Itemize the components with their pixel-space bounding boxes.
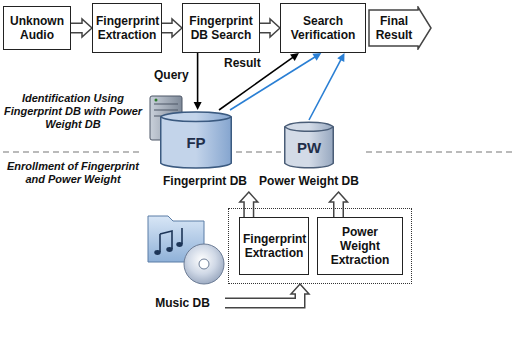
- cylinder-rim: [285, 127, 334, 132]
- process-box: Fingerprint DB Search: [182, 3, 260, 53]
- music-icon: [148, 216, 224, 284]
- music-note: [160, 231, 172, 252]
- database-cylinder: PW Power Weight DB: [256, 120, 362, 192]
- arrowhead: [312, 53, 321, 61]
- dashed-divider: [3, 152, 513, 153]
- node-text: Fingerprint DB Search: [186, 14, 256, 42]
- music-note-head: [154, 250, 160, 255]
- music-note: [181, 228, 183, 244]
- music-note-head: [166, 247, 172, 252]
- node-text: Fingerprint Extraction: [243, 232, 305, 260]
- server-slot: [154, 104, 178, 105]
- process-box: Fingerprint Extraction: [239, 217, 309, 275]
- node-text: Final Result: [370, 14, 418, 42]
- section-label: Enrollment of Fingerprint and Power Weig…: [2, 160, 144, 186]
- section-label: Identification Using Fingerprint DB with…: [2, 92, 144, 131]
- music-note-head: [176, 242, 182, 247]
- database-cylinder: FP Fingerprint DB: [145, 110, 265, 192]
- node-text: Unknown Audio: [7, 14, 67, 42]
- node-text: Power Weight Extraction: [321, 225, 399, 267]
- arrowhead: [194, 102, 202, 110]
- dashed-line: [366, 151, 513, 152]
- connector-line: [197, 53, 199, 103]
- arrow-fill: [162, 24, 174, 32]
- edge-label: Result: [222, 56, 263, 70]
- process-box: Search Verification: [280, 3, 366, 53]
- arrow-fill: [260, 24, 272, 32]
- music-db-icon: Music DB: [140, 208, 225, 310]
- arrowhead: [337, 53, 344, 62]
- node-text: PW: [284, 139, 334, 156]
- arrow-fill: [225, 292, 300, 303]
- hollow-flow-arrow: [162, 19, 182, 37]
- arrowhead: [290, 53, 299, 61]
- cd-disc: [184, 244, 224, 284]
- node-text: Power Weight DB: [256, 174, 362, 188]
- cylinder-rim: [161, 117, 232, 122]
- node-text: Fingerprint Extraction: [96, 14, 158, 42]
- node-text: Music DB: [140, 296, 225, 310]
- arrow-shape: [369, 7, 431, 49]
- process-box: Fingerprint Extraction: [92, 3, 162, 53]
- cylinder-body: [161, 112, 232, 168]
- node-text: FP: [160, 134, 232, 151]
- arrow-fill: [71, 24, 84, 32]
- connector-line: [309, 59, 341, 120]
- signal-arrow: [309, 53, 345, 120]
- process-box: Power Weight Extraction: [317, 217, 403, 275]
- node-text: Fingerprint DB: [145, 174, 265, 188]
- dashed-line: [236, 151, 281, 152]
- dashed-line: [3, 151, 142, 152]
- hollow-flow-arrow: [225, 284, 309, 303]
- hollow-flow-arrow: [240, 192, 258, 217]
- hollow-flow-arrow: [260, 19, 280, 37]
- hollow-flow-arrow: [330, 192, 348, 217]
- edge-label: Query: [152, 68, 191, 82]
- input-box: Unknown Audio: [3, 6, 71, 50]
- server-light: [155, 99, 158, 102]
- hollow-flow-arrow: [71, 19, 92, 37]
- output-arrow-box: Final Result: [368, 6, 432, 50]
- enrollment-group: Fingerprint Extraction Power Weight Extra…: [228, 208, 412, 284]
- signal-arrow: [194, 53, 202, 110]
- server-slot: [154, 110, 178, 111]
- node-text: Search Verification: [284, 14, 362, 42]
- cylinder-body: [285, 122, 334, 168]
- cd-hole: [199, 259, 209, 269]
- signal-arrow: [219, 53, 299, 110]
